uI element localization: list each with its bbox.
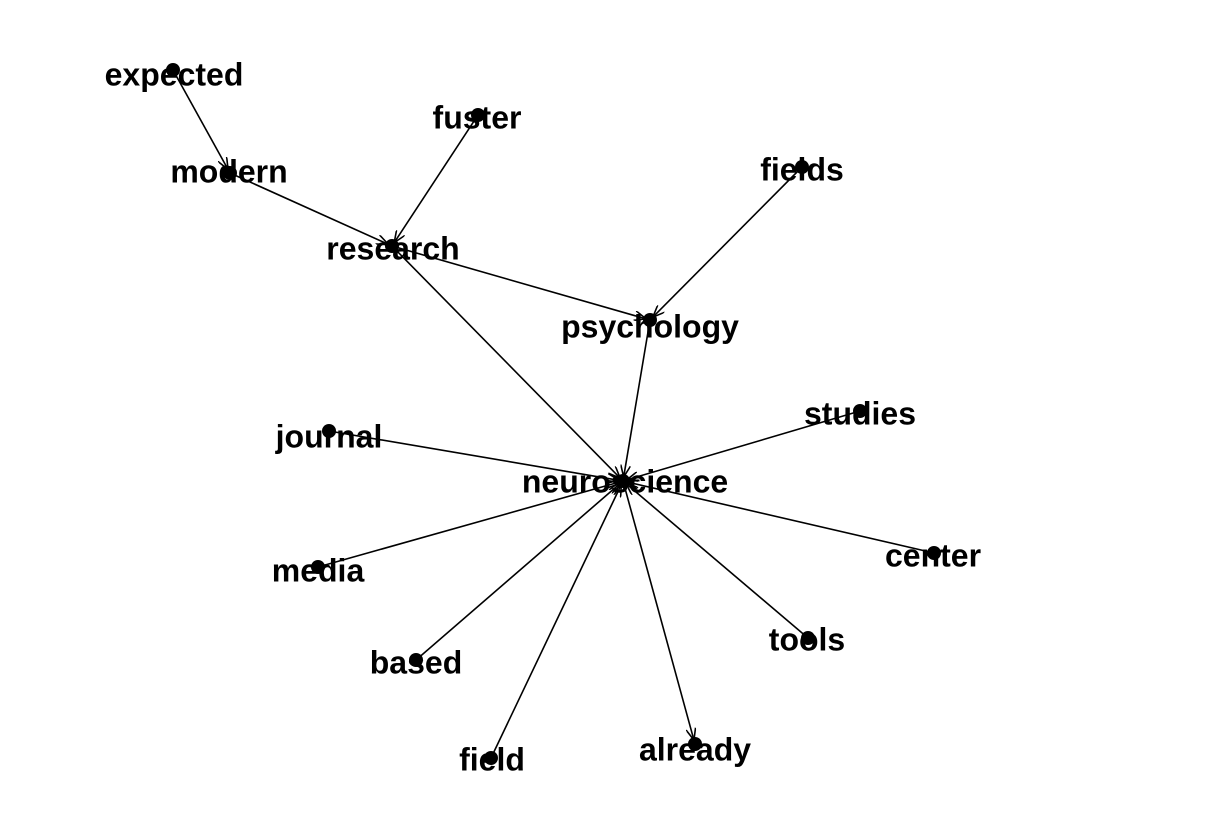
node-label-expected: expected: [105, 56, 244, 92]
edge-field-to-neuroscience: [490, 486, 621, 759]
edges-layer: [172, 69, 935, 759]
node-dot-research: [385, 239, 399, 253]
node-dot-modern: [223, 166, 237, 180]
node-label-modern: modern: [170, 153, 287, 189]
edge-modern-to-research: [229, 172, 387, 244]
node-dot-tools: [801, 631, 815, 645]
node-label-studies: studies: [804, 395, 916, 431]
edge-research-to-psychology: [391, 245, 645, 319]
node-label-field: field: [459, 741, 525, 777]
edge-research-to-neuroscience: [391, 245, 619, 477]
node-dot-psychology: [643, 313, 657, 327]
node-label-journal: journal: [275, 418, 383, 454]
node-dot-already: [688, 737, 702, 751]
node-label-fuster: fuster: [433, 99, 522, 135]
node-label-fields: fields: [760, 151, 844, 187]
node-dot-fields: [795, 160, 809, 174]
node-dot-journal: [322, 424, 336, 438]
edge-neuroscience-to-already: [622, 480, 694, 739]
node-dot-neuroscience: [616, 474, 630, 488]
edge-expected-to-modern: [172, 69, 228, 169]
node-dot-studies: [853, 404, 867, 418]
edge-tools-to-neuroscience: [627, 484, 809, 639]
node-dot-based: [409, 653, 423, 667]
node-label-already: already: [639, 731, 751, 767]
node-label-media: media: [272, 552, 365, 588]
edge-psychology-to-neuroscience: [624, 319, 651, 476]
node-label-psychology: psychology: [561, 308, 739, 344]
node-dot-field: [484, 751, 498, 765]
edge-journal-to-neuroscience: [328, 430, 618, 480]
edge-media-to-neuroscience: [317, 482, 618, 568]
edge-based-to-neuroscience: [415, 484, 619, 661]
node-dot-center: [927, 546, 941, 560]
node-dot-fuster: [471, 108, 485, 122]
node-dot-expected: [166, 63, 180, 77]
node-label-based: based: [370, 644, 462, 680]
node-dot-media: [311, 560, 325, 574]
node-label-neuroscience: neuroscience: [522, 463, 728, 499]
node-label-tools: tools: [769, 621, 845, 657]
edge-center-to-neuroscience: [628, 482, 935, 554]
node-label-research: research: [326, 230, 459, 266]
nodes-layer: expected modern fuster fields research psycho…: [105, 56, 981, 777]
node-label-center: center: [885, 537, 981, 573]
edge-studies-to-neuroscience: [628, 410, 861, 480]
edge-fields-to-psychology: [654, 166, 803, 316]
edge-fuster-to-research: [395, 114, 479, 242]
